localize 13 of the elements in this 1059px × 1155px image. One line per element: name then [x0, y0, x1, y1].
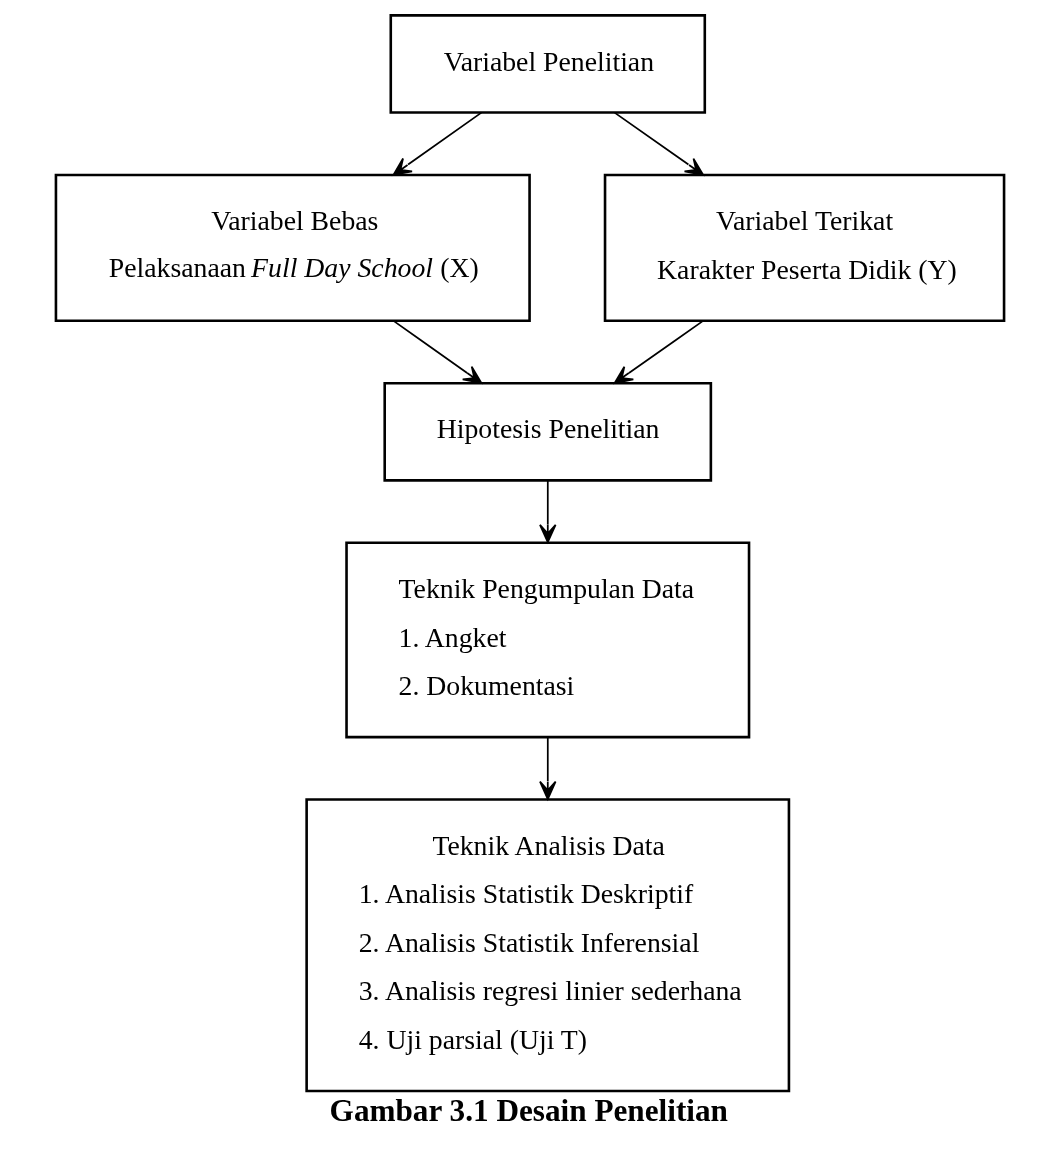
- arrow: [392, 320, 482, 384]
- arrow: [613, 320, 704, 384]
- arrow: [538, 736, 556, 800]
- node-box: Teknik Pengumpulan Data 1. Angket 2. Dokumentasi: [344, 541, 750, 739]
- node-box: Teknik Analisis Data 1. Analisis Statistik Deskriptif 2. Analisis Statistik Inferensial 3. Analisis regresi linier sederhana 4. Uji parsial (Uji T): [304, 798, 790, 1093]
- arrow: [538, 479, 556, 544]
- node-box: Hipotesis Penelitian: [382, 381, 712, 482]
- caption: Gambar 3.1 Desain Penelitian: [329, 1093, 728, 1129]
- arrow: [392, 111, 482, 176]
- arrow: [613, 111, 704, 176]
- node-box: Variabel Terikat Karakter Peserta Didik (Y): [603, 173, 1005, 323]
- node-box: Variabel Bebas Pelaksanaan Full Day School (X): [54, 173, 531, 323]
- node-box: Variabel Penelitian: [388, 14, 706, 114]
